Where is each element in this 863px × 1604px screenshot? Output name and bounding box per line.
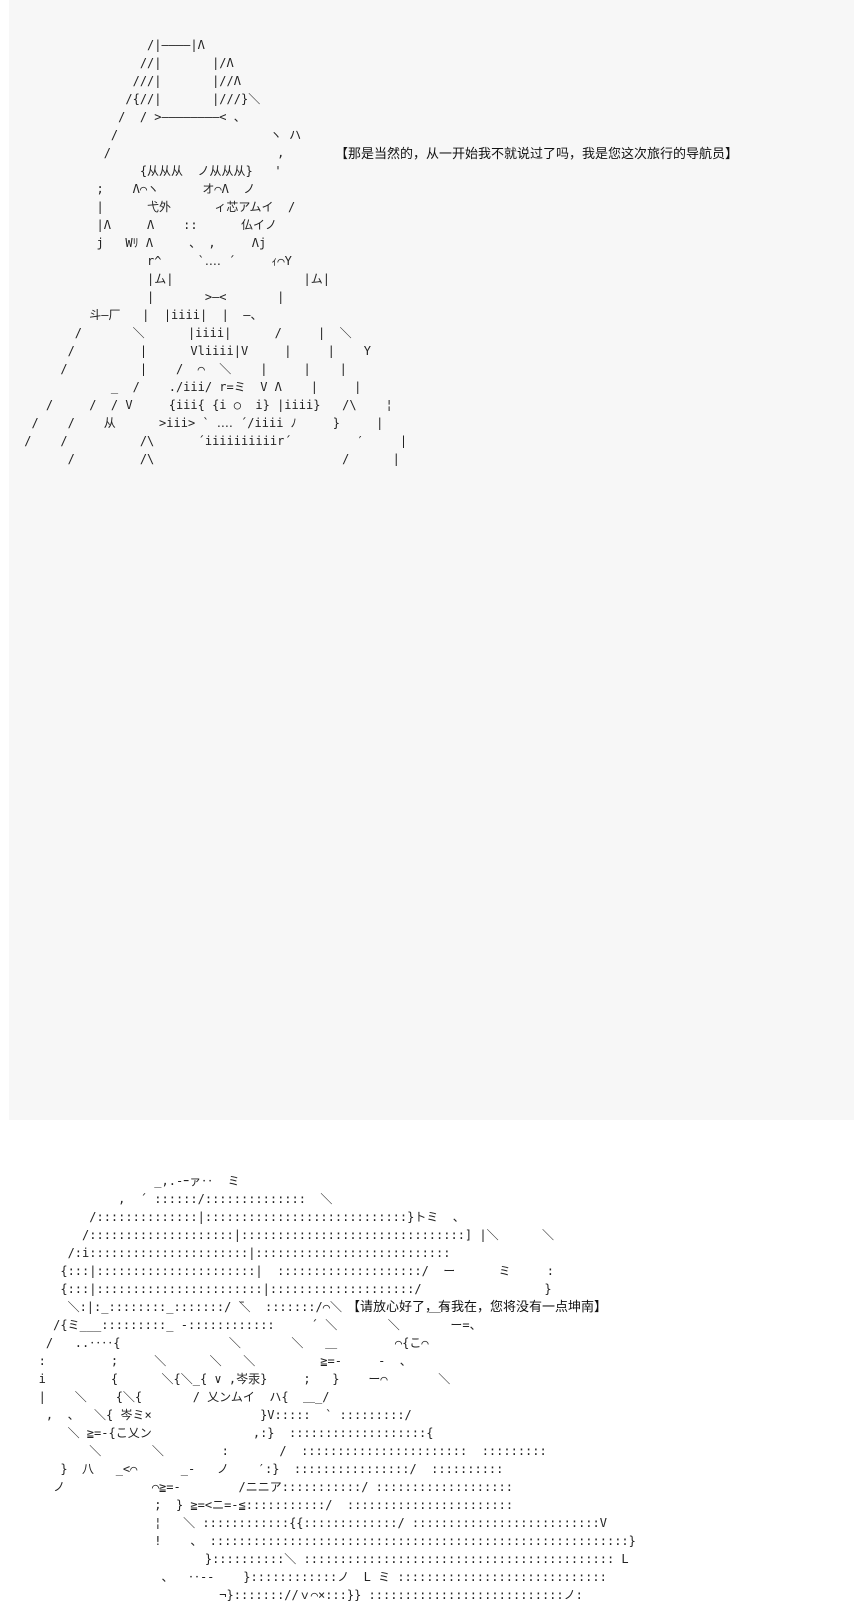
dialogue-top: 【那是当然的，从一开始我不就说过了吗，我是您这次旅行的导航员】 bbox=[335, 147, 739, 162]
dialogue-bottom: 【请放心好了，有我在，您将没有一点坤南】 bbox=[347, 1300, 608, 1315]
ascii-art-top: /|――――|Λ //| |/Λ ///| |//Λ /{//| |///}＼ … bbox=[24, 38, 408, 466]
bottom-panel: _,.-ｰァ‥ ミ , ´ ::::::/:::::::::::::: ＼ /:… bbox=[9, 560, 854, 1602]
ascii-art-bottom: _,.-ｰァ‥ ミ , ´ ::::::/:::::::::::::: ＼ /:… bbox=[38, 1174, 636, 1602]
top-panel: /|――――|Λ //| |/Λ ///| |//Λ /{//| |///}＼ … bbox=[9, 0, 854, 560]
